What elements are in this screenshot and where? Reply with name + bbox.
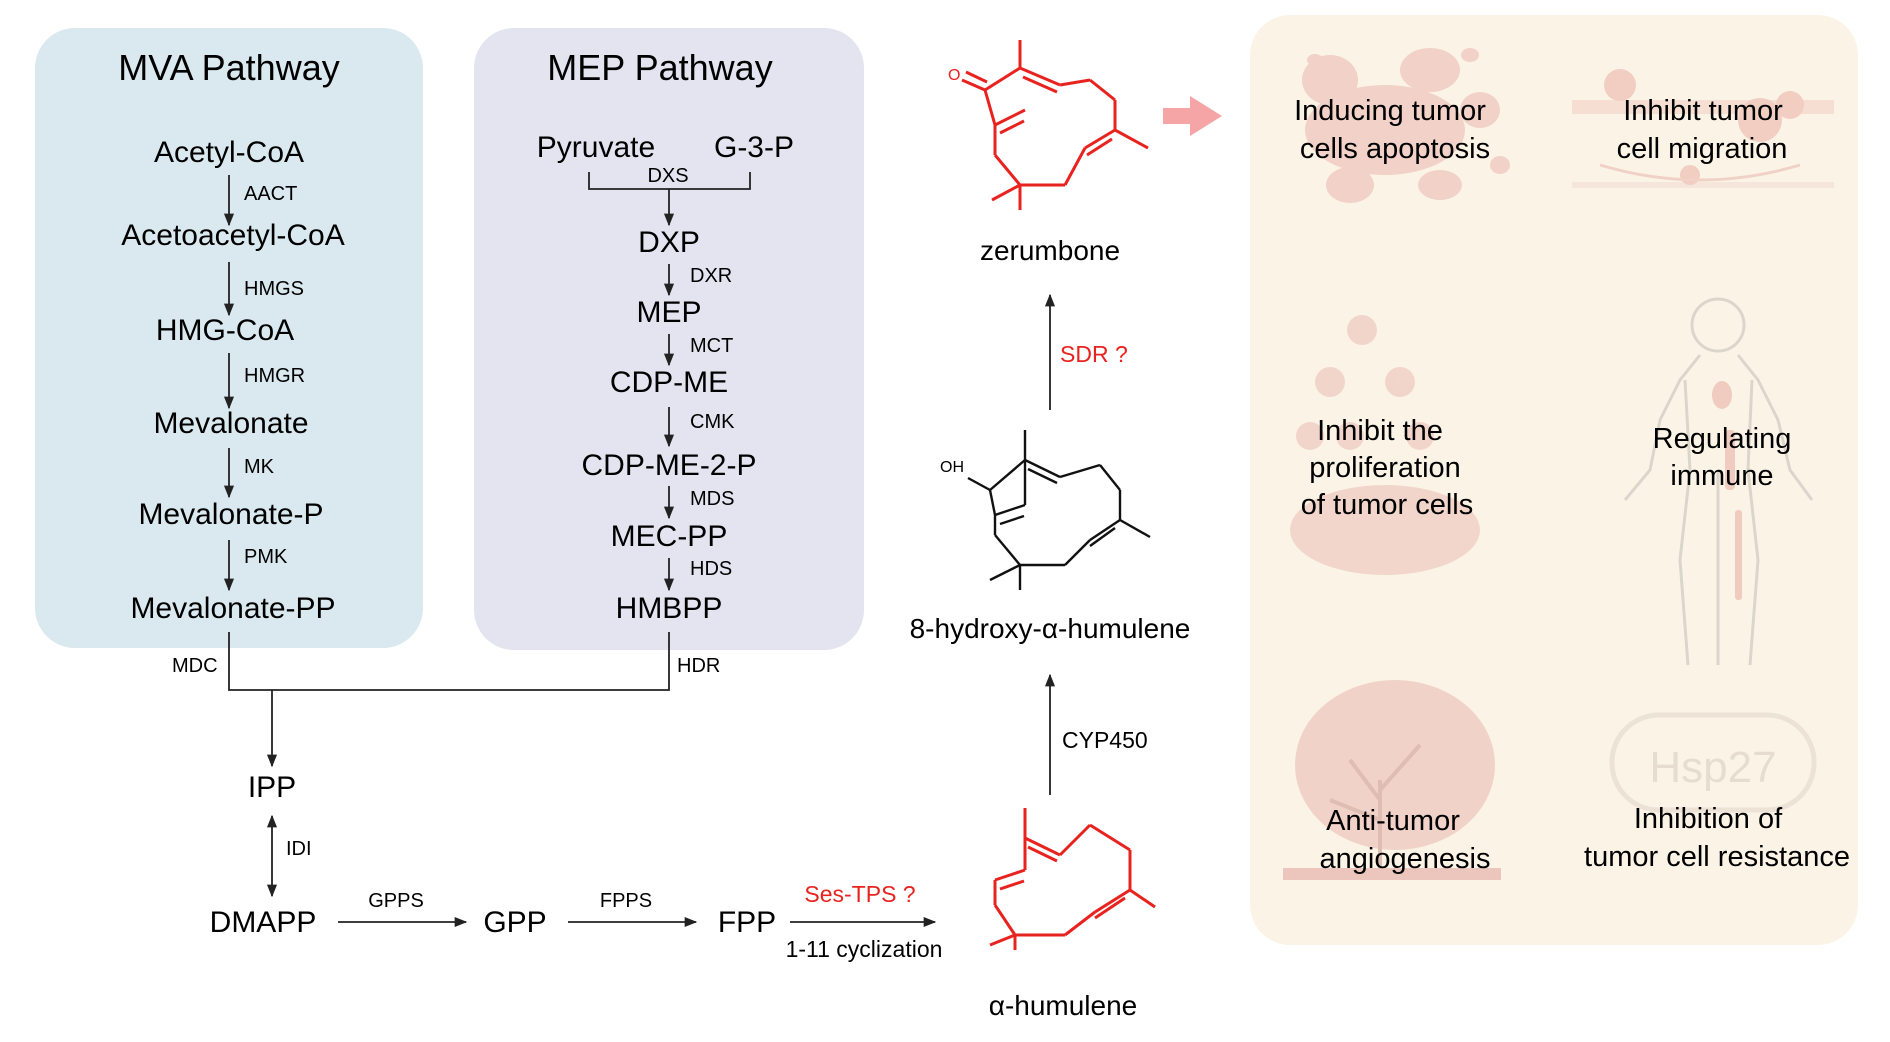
hsp27-pill	[1609, 712, 1817, 813]
mep-enzyme: CMK	[690, 411, 735, 433]
gpp-label: GPP	[483, 906, 546, 939]
ipp-label: IPP	[248, 771, 296, 804]
human-body-illustration	[1623, 297, 1814, 666]
hdr-label: HDR	[677, 655, 720, 677]
mva-compound: Mevalonate-P	[138, 498, 323, 531]
core-chain: IPP IDI DMAPP GPPS GPP FPPS FPP Ses-TPS …	[210, 771, 943, 962]
zerumbone-structure	[961, 40, 1149, 210]
mva-compound: Mevalonate	[153, 407, 308, 440]
effect-proliferation: proliferation	[1309, 452, 1461, 484]
mva-enzyme: PMK	[244, 546, 288, 568]
angiogenesis-illustration	[1283, 680, 1501, 880]
ses-tps-label: Ses-TPS ?	[804, 881, 915, 907]
effect-apoptosis: Inducing tumor	[1294, 95, 1486, 127]
mep-enzyme: DXS	[647, 165, 688, 187]
mdc-label: MDC	[172, 655, 218, 677]
sdr-label: SDR ?	[1060, 341, 1128, 367]
mep-compound: DXP	[638, 226, 700, 259]
mva-compound: Mevalonate-PP	[130, 592, 335, 625]
organ-illustration	[1712, 381, 1742, 600]
effect-resistance: tumor cell resistance	[1584, 841, 1850, 873]
mep-compound: MEP	[636, 296, 701, 329]
mep-start-left: Pyruvate	[537, 131, 655, 164]
effect-apoptosis: cells apoptosis	[1300, 133, 1490, 165]
effect-migration: cell migration	[1617, 133, 1788, 165]
mep-compound: CDP-ME-2-P	[581, 449, 756, 482]
fpp-label: FPP	[718, 906, 776, 939]
oh-label: OH	[940, 459, 964, 476]
mep-compound: HMBPP	[616, 592, 723, 625]
mep-start-right: G-3-P	[714, 131, 794, 164]
proliferation-illustration	[1290, 315, 1480, 575]
effect-proliferation: Inhibit the	[1317, 415, 1443, 447]
effect-angiogenesis: angiogenesis	[1320, 843, 1491, 875]
idi-label: IDI	[286, 838, 312, 860]
hsp27-label: Hsp27	[1649, 743, 1776, 792]
apoptosis-illustration	[1302, 48, 1510, 203]
mep-enzyme: MDS	[690, 488, 734, 510]
zerumbone-label: zerumbone	[980, 235, 1120, 266]
hydroxy-label: 8-hydroxy-α-humulene	[910, 613, 1191, 644]
dmapp-label: DMAPP	[210, 906, 317, 939]
mep-title: MEP Pathway	[547, 47, 772, 88]
mep-compound: CDP-ME	[610, 366, 728, 399]
pathway-merge: MDC HDR	[172, 632, 720, 768]
cyclization-label: 1-11 cyclization	[786, 936, 943, 962]
mep-enzyme: MCT	[690, 335, 733, 357]
mep-enzyme: DXR	[690, 265, 732, 287]
migration-illustration	[1572, 69, 1834, 188]
mva-compound: HMG-CoA	[156, 314, 294, 347]
fpps-label: FPPS	[600, 890, 652, 912]
effect-resistance: Inhibition of	[1634, 803, 1783, 835]
mva-enzyme: HMGS	[244, 278, 304, 300]
mva-enzyme: MK	[244, 456, 275, 478]
effect-immune: immune	[1670, 460, 1773, 492]
effects-panel: Inducing tumor cells apoptosis Inhibit t…	[1250, 15, 1858, 945]
mva-compound: Acetyl-CoA	[154, 136, 304, 169]
mva-pathway: MVA Pathway Acetyl-CoA AACT Acetoacetyl-…	[35, 28, 423, 648]
mva-enzyme: HMGR	[244, 365, 305, 387]
effect-immune: Regulating	[1653, 423, 1792, 455]
mva-compound: Acetoacetyl-CoA	[121, 219, 344, 252]
alpha-humulene-structure	[989, 808, 1156, 950]
mep-compound: MEC-PP	[611, 520, 728, 553]
effect-proliferation: of tumor cells	[1301, 489, 1473, 521]
gpps-label: GPPS	[368, 890, 424, 912]
mva-enzyme: AACT	[244, 183, 297, 205]
mva-box	[35, 28, 423, 648]
hydroxy-humulene-structure	[967, 430, 1151, 590]
mva-title: MVA Pathway	[118, 47, 339, 88]
effect-angiogenesis: Anti-tumor	[1326, 805, 1460, 837]
cyp450-label: CYP450	[1062, 727, 1148, 753]
o-label: O	[948, 67, 960, 84]
mep-enzyme: HDS	[690, 558, 732, 580]
effect-migration: Inhibit tumor	[1623, 95, 1783, 127]
mep-pathway: MEP Pathway Pyruvate G-3-P DXS DXP DXR M…	[474, 28, 864, 650]
effect-arrow	[1163, 96, 1222, 136]
humulene-label: α-humulene	[989, 990, 1138, 1021]
